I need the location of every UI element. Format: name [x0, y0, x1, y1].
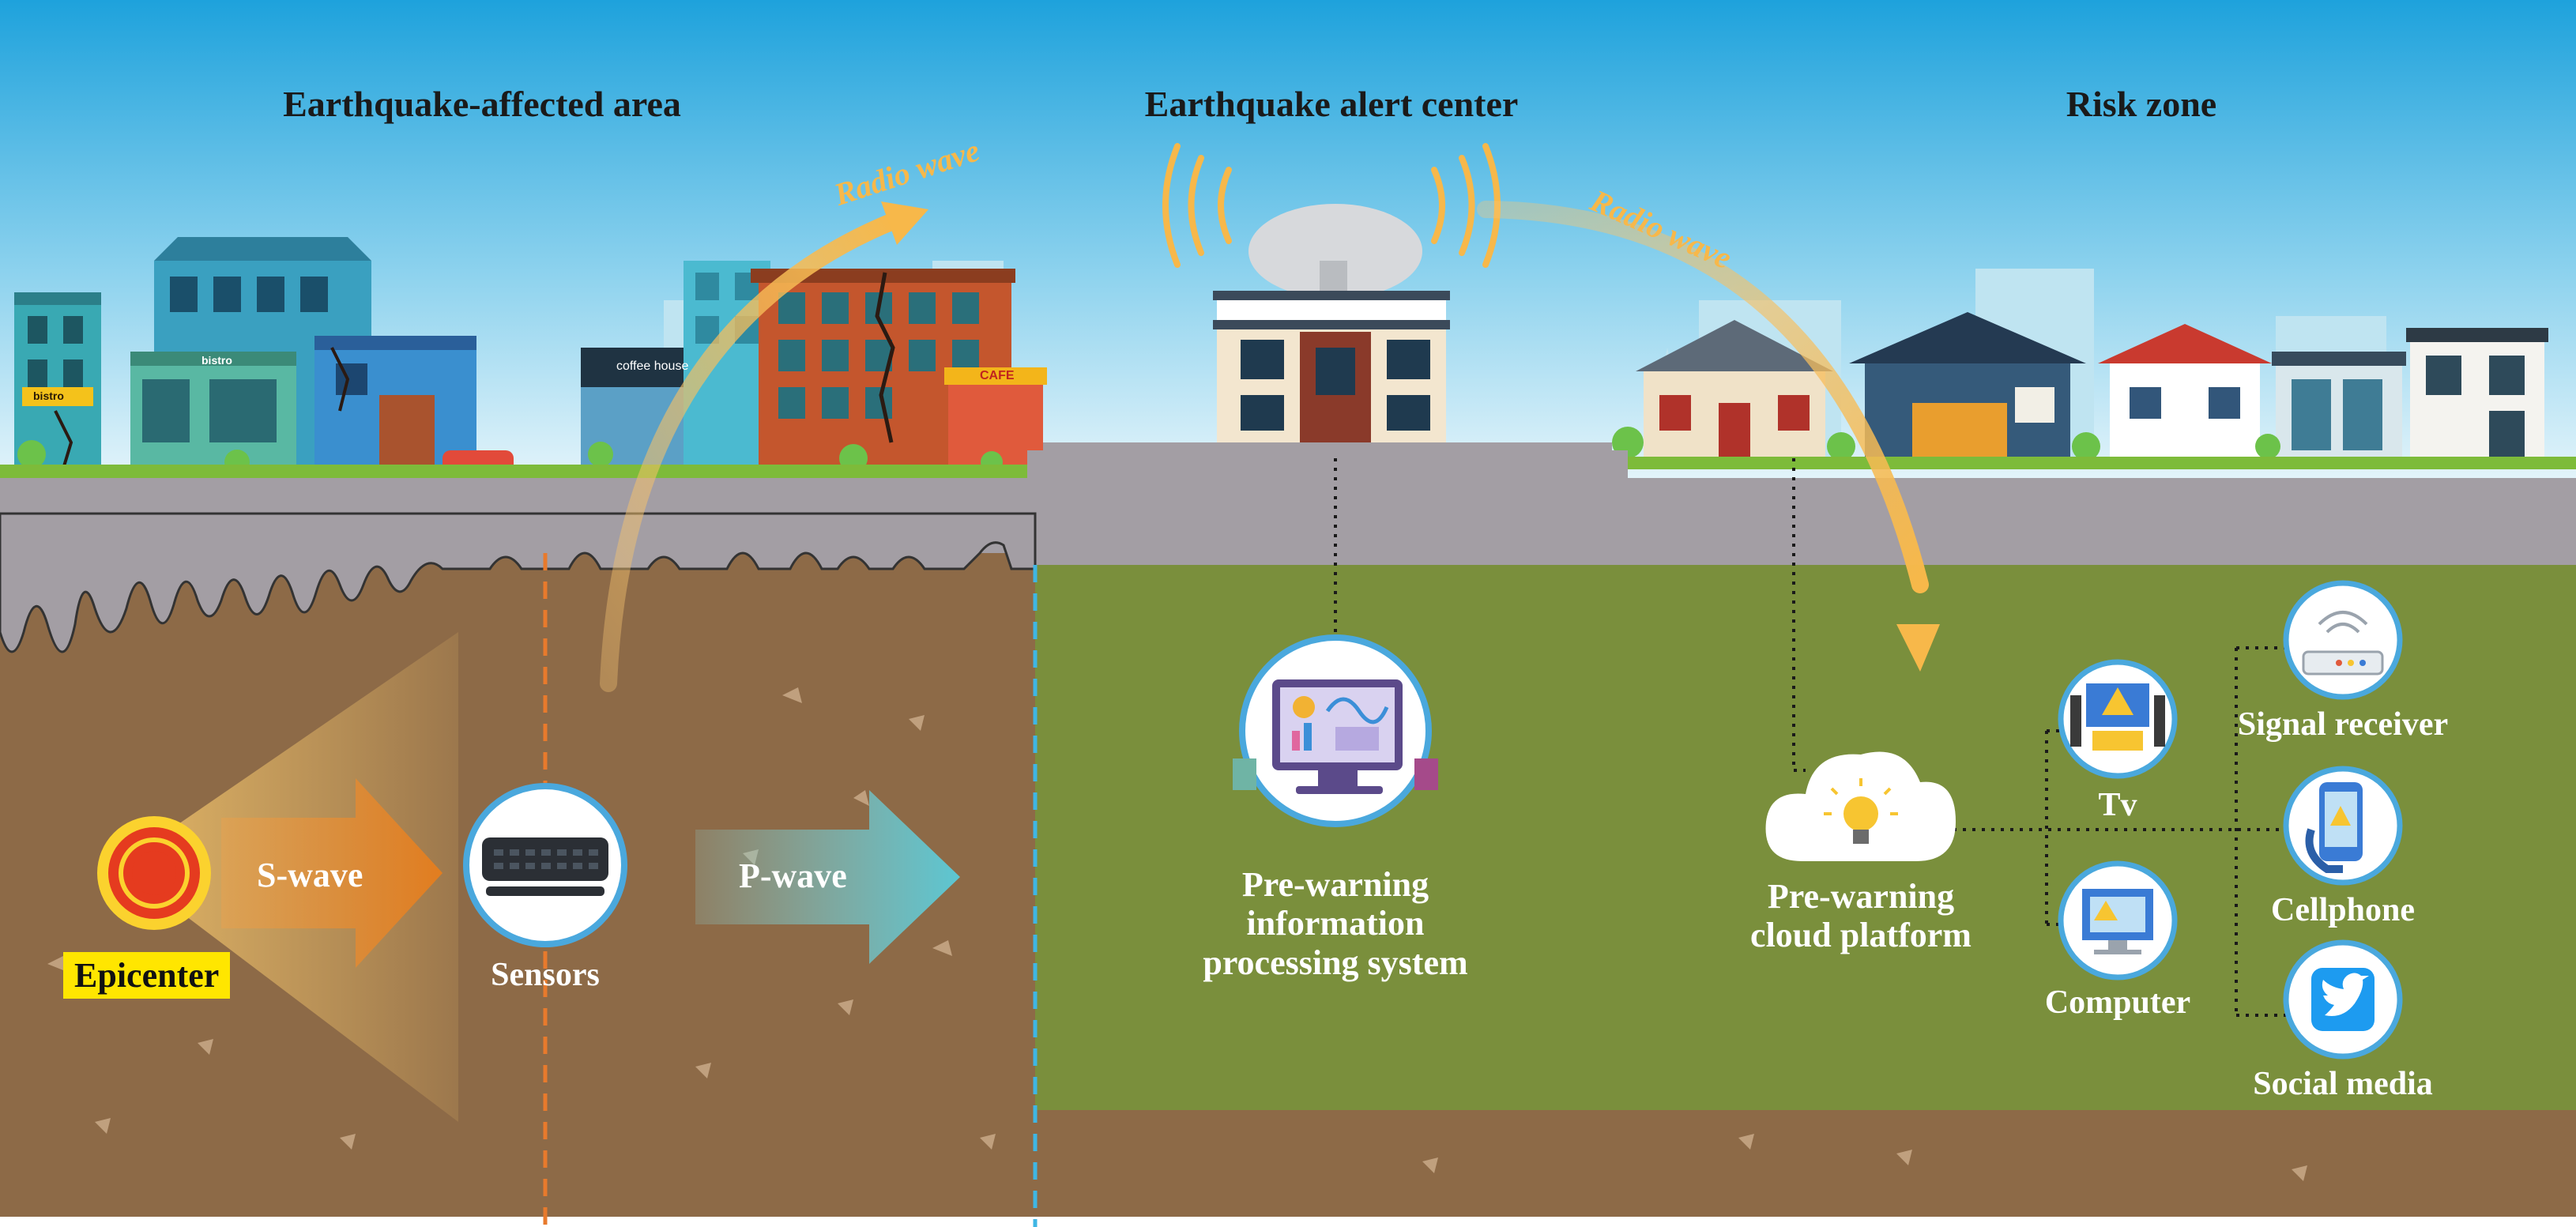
epicenter-marker — [97, 816, 211, 930]
cellphone-label: Cellphone — [2270, 892, 2416, 928]
twitter-bird-icon — [2283, 939, 2403, 1060]
sensor-device-icon — [463, 783, 627, 947]
computer-label: Computer — [2044, 984, 2191, 1021]
computer-warning-icon — [2058, 860, 2178, 980]
smartphone-warning-icon — [2283, 766, 2403, 886]
processing-system-label: Pre-warning information processing syste… — [1203, 865, 1468, 982]
sensors-label: Sensors — [491, 957, 600, 993]
tv-warning-icon — [2058, 659, 2178, 779]
zone-title-risk: Risk zone — [2066, 84, 2217, 124]
p-wave-label: P-wave — [739, 856, 847, 895]
signal-receiver-label: Signal receiver — [2237, 706, 2449, 743]
zone-title-affected: Earthquake-affected area — [283, 84, 681, 124]
risk-zone-houses — [1612, 312, 2548, 461]
soil-risk — [1035, 1110, 2576, 1217]
cloud-platform-label: Pre-warning cloud platform — [1750, 877, 1972, 955]
connector-lines — [1334, 458, 2363, 1017]
affected-buildings — [14, 237, 1047, 475]
router-icon — [2283, 580, 2403, 700]
s-wave-arrow — [221, 778, 443, 968]
alert-center-building — [1162, 143, 1501, 458]
shop-sign-cafe: CAFE — [980, 369, 1015, 382]
radio-wave-arc-left — [600, 213, 902, 692]
s-wave-label: S-wave — [257, 856, 363, 894]
grass-strip-left — [0, 465, 1043, 482]
shop-sign-bistro-left: bistro — [33, 390, 64, 402]
shop-sign-coffee: coffee house — [616, 359, 689, 373]
epicenter-label: Epicenter — [63, 952, 231, 999]
cloud-lightbulb-icon — [1765, 751, 1956, 861]
zone-title-alert-center: Earthquake alert center — [1144, 84, 1519, 124]
radio-wave-arc-right — [1477, 201, 1929, 593]
shop-sign-bistro-mid: bistro — [201, 354, 232, 367]
tv-label: Tv — [2098, 787, 2137, 823]
grass-strip-right — [1604, 457, 2576, 469]
social-media-label: Social media — [2253, 1066, 2433, 1102]
p-wave-arrow — [695, 790, 960, 964]
monitor-dashboard-icon — [1233, 634, 1438, 827]
